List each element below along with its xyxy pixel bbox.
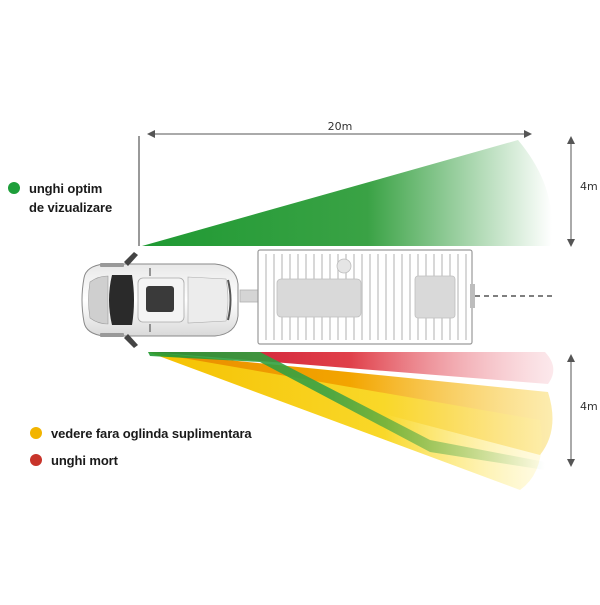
legend-optimal-view: unghi optim de vizualizare (8, 179, 112, 217)
bottom-width-label: 4m (580, 400, 598, 413)
extended-mirror-sector (148, 352, 542, 490)
legend-dot-red (30, 454, 42, 466)
length-dimension: 20m (147, 120, 532, 138)
legend-no-extra-mirror: vedere fara oglinda suplimentara (30, 424, 252, 443)
top-width-dimension: 4m (567, 136, 598, 247)
length-label: 20m (328, 120, 353, 133)
optimal-view-sector-top (142, 140, 552, 246)
top-width-label: 4m (580, 180, 598, 193)
legend-optimal-line1: unghi optim (29, 181, 103, 196)
legend-mirror-text: vedere fara oglinda suplimentara (51, 426, 252, 441)
legend-blind-spot: unghi mort (30, 451, 118, 470)
legend-optimal-text: unghi optim de vizualizare (29, 179, 112, 217)
suv-top-view-icon (81, 252, 239, 348)
legend-optimal-line2: de vizualizare (29, 200, 113, 215)
optimal-view-sector-bottom (148, 352, 545, 470)
bottom-width-dimension: 4m (567, 354, 598, 467)
caravan-top-view-icon (239, 249, 475, 345)
legend-dot-yellow (30, 427, 42, 439)
legend-dot-green (8, 182, 20, 194)
legend-blind-text: unghi mort (51, 453, 118, 468)
